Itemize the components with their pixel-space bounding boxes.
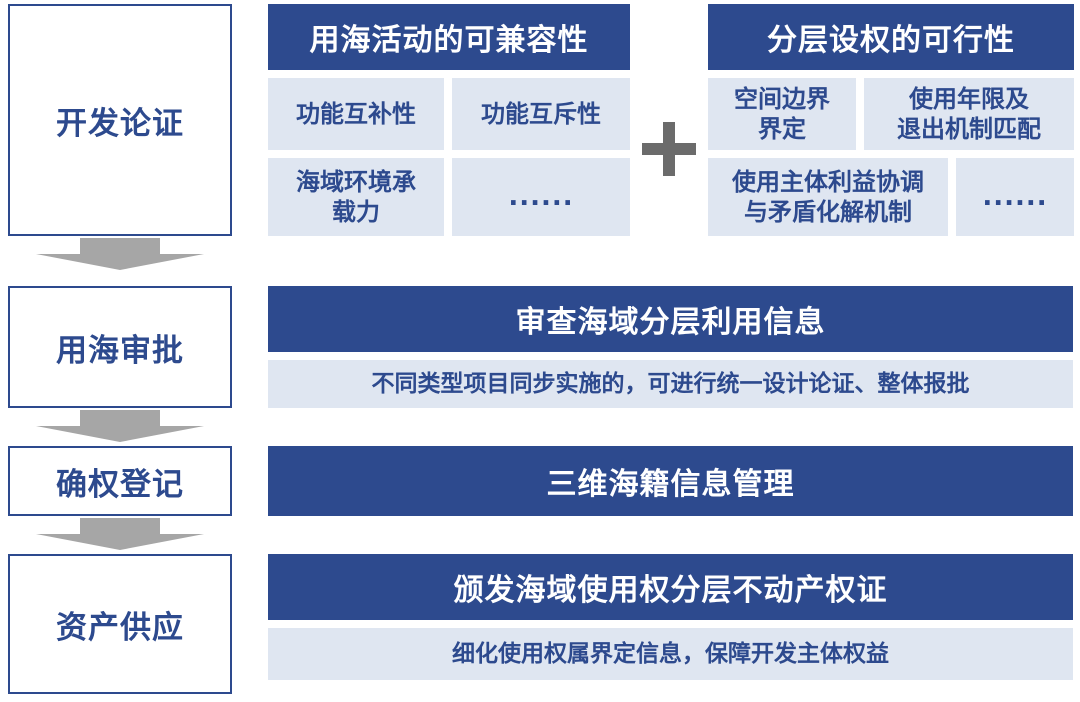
approval-detail: 不同类型项目同步实施的，可进行统一设计论证、整体报批 (268, 360, 1073, 408)
approval-section: 审查海域分层利用信息 不同类型项目同步实施的，可进行统一设计论证、整体报批 (268, 286, 1073, 408)
development-section: 用海活动的可兼容性 功能互补性 功能互斥性 海域环境承 载力 ...... 分层… (268, 4, 1074, 236)
stage-development-label: 开发论证 (56, 105, 184, 142)
down-arrow-icon (8, 236, 232, 274)
stage-approval: 用海审批 (8, 286, 232, 408)
stage-registration: 确权登记 (8, 446, 232, 516)
feasibility-cell: 使用主体利益协调 与矛盾化解机制 (708, 158, 948, 236)
feasibility-cell-ellipsis: ...... (956, 158, 1074, 236)
feasibility-row-1: 空间边界 界定 使用年限及 退出机制匹配 (708, 78, 1074, 150)
down-arrow-icon (8, 516, 232, 554)
stage-supply: 资产供应 (8, 554, 232, 694)
compatibility-panel: 用海活动的可兼容性 功能互补性 功能互斥性 海域环境承 载力 ...... (268, 4, 630, 236)
flow-diagram: 开发论证 用海活动的可兼容性 功能互补性 功能互斥性 海域环境承 载力 ....… (8, 4, 1074, 698)
registration-section: 三维海籍信息管理 (268, 446, 1073, 516)
feasibility-row-2: 使用主体利益协调 与矛盾化解机制 ...... (708, 158, 1074, 236)
approval-title: 审查海域分层利用信息 (268, 286, 1073, 352)
stage-development: 开发论证 (8, 4, 232, 236)
feasibility-panel: 分层设权的可行性 空间边界 界定 使用年限及 退出机制匹配 使用主体利益协调 与… (708, 4, 1074, 236)
supply-title: 颁发海域使用权分层不动产权证 (268, 554, 1073, 620)
stage-registration-label: 确权登记 (56, 466, 184, 503)
compatibility-grid: 功能互补性 功能互斥性 海域环境承 载力 ...... (268, 78, 630, 236)
stage-approval-label: 用海审批 (56, 332, 184, 369)
feasibility-title: 分层设权的可行性 (708, 4, 1074, 70)
registration-title: 三维海籍信息管理 (268, 446, 1073, 516)
compatibility-title: 用海活动的可兼容性 (268, 4, 630, 70)
compatibility-cell: 海域环境承 载力 (268, 158, 444, 236)
feasibility-cell: 空间边界 界定 (708, 78, 856, 150)
supply-section: 颁发海域使用权分层不动产权证 细化使用权属界定信息，保障开发主体权益 (268, 554, 1073, 694)
down-arrow-icon (8, 408, 232, 446)
supply-detail: 细化使用权属界定信息，保障开发主体权益 (268, 628, 1073, 680)
feasibility-cell: 使用年限及 退出机制匹配 (864, 78, 1074, 150)
plus-icon (642, 122, 696, 176)
stage-supply-label: 资产供应 (56, 609, 184, 646)
compatibility-cell: 功能互补性 (268, 78, 444, 150)
compatibility-cell-ellipsis: ...... (452, 158, 630, 236)
compatibility-cell: 功能互斥性 (452, 78, 630, 150)
